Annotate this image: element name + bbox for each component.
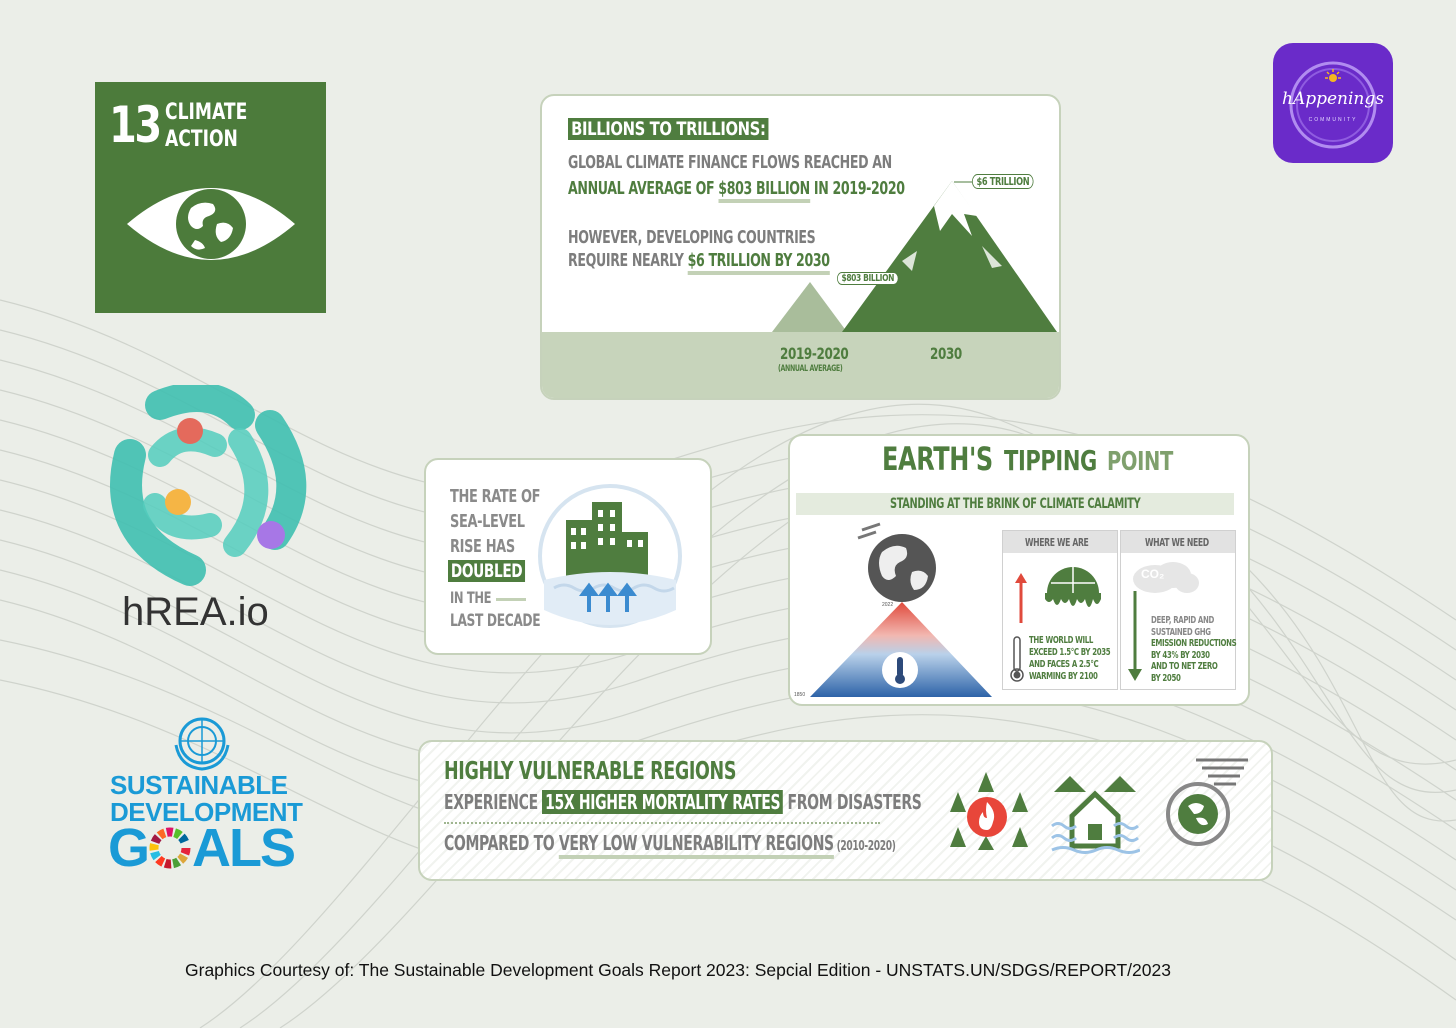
sealevel-l3: RISE HAS — [450, 536, 515, 557]
vulnerable-line2-c: (2010-2020) — [833, 839, 896, 854]
finance-year2: 2030 — [930, 344, 962, 363]
need-line-0: DEEP, RAPID AND — [1151, 615, 1214, 626]
where-text: THE WORLD WILL EXCEED 1.5°C BY 2035 AND … — [1029, 635, 1145, 683]
tipping-year-top: 2022 — [882, 602, 894, 608]
where-head-bg — [1003, 531, 1117, 553]
warming-pyramid-icon — [810, 522, 992, 697]
need-line-4: AND TO NET ZERO — [1151, 661, 1218, 672]
where-line-3: WARMING BY 2100 — [1029, 671, 1098, 682]
sdg-logo-line1: SUSTAINABLE — [110, 770, 288, 800]
thermometer-icon — [1010, 636, 1024, 682]
un-emblem-icon — [174, 717, 230, 771]
sealevel-dash — [496, 598, 526, 601]
where-line-2: AND FACES A 2.5°C — [1029, 659, 1099, 670]
finance-card: BILLIONS TO TRILLIONS: GLOBAL CLIMATE FI… — [540, 94, 1061, 400]
sdg13-number: 13 — [109, 96, 162, 154]
vulnerable-line1-a: EXPERIENCE — [444, 790, 543, 814]
finance-line2-c: IN 2019-2020 — [809, 178, 905, 199]
need-text: DEEP, RAPID AND SUSTAINED GHG EMISSION R… — [1151, 615, 1248, 684]
sdg13-tile: 13 CLIMATE ACTION — [95, 82, 326, 313]
sdg-logo-line3: G ALS — [108, 818, 296, 878]
vulnerable-line1-b: 15X HIGHER MORTALITY RATES — [542, 790, 784, 814]
sdg-logo-line2: DEVELOPMENT — [110, 797, 303, 827]
need-line-3: BY 43% BY 2030 — [1151, 649, 1210, 661]
happenings-name: hAppenings — [1282, 89, 1384, 109]
finance-ground — [542, 332, 1059, 398]
finance-line2: ANNUAL AVERAGE OF $803 BILLION IN 2019-2… — [568, 178, 905, 203]
mountain-chart-icon — [772, 181, 1057, 332]
sealevel-l1: THE RATE OF — [450, 486, 541, 507]
tipping-t1: EARTH'S — [882, 440, 993, 478]
sdg13-line2: ACTION — [165, 127, 238, 152]
sdg13-line1: CLIMATE — [165, 100, 248, 125]
hrea-logo-icon — [110, 385, 307, 586]
need-co2: CO₂ — [1141, 567, 1165, 581]
vulnerable-line2: COMPARED TO VERY LOW VULNERABILITY REGIO… — [444, 831, 896, 859]
tipping-card: EARTH'S TIPPING POINT STANDING AT THE BR… — [788, 434, 1250, 706]
sdg-wheel-icon — [149, 827, 191, 869]
sealevel-card: THE RATE OF SEA-LEVEL RISE HAS DOUBLED I… — [424, 458, 712, 655]
happenings-sub: COMMUNITY — [1308, 117, 1358, 123]
happenings-swirl-icon — [1289, 61, 1377, 149]
need-line-2: EMISSION REDUCTIONS — [1151, 638, 1237, 649]
sdg-logo-als: ALS — [192, 818, 296, 878]
where-line-1: EXCEED 1.5°C BY 2035 — [1029, 647, 1111, 658]
hrea-name: hREA.io — [122, 590, 269, 634]
finance-year1-sub: (ANNUAL AVERAGE) — [778, 364, 843, 374]
happenings-logo: hAppenings COMMUNITY — [1273, 43, 1393, 163]
finance-year1: 2019-2020 — [780, 344, 849, 363]
where-box: WHERE WE ARE THE WORLD WILL EXCEED 1.5°C… — [1002, 530, 1118, 690]
vulnerable-divider — [444, 822, 880, 824]
vulnerable-line1: EXPERIENCE 15X HIGHER MORTALITY RATES FR… — [444, 790, 922, 814]
where-line-0: THE WORLD WILL — [1029, 635, 1093, 646]
flooded-city-icon — [538, 484, 682, 628]
finance-line3: HOWEVER, DEVELOPING COUNTRIES — [568, 227, 816, 248]
co2-cloud-icon — [1128, 562, 1199, 681]
sealevel-l6: LAST DECADE — [450, 611, 541, 631]
need-line-5: BY 2050 — [1151, 672, 1181, 684]
sealevel-l5: IN THE — [450, 588, 492, 607]
need-line-1: SUSTAINED GHG — [1151, 626, 1211, 638]
storm-earth-icon — [1166, 758, 1248, 846]
where-head: WHERE WE ARE — [1025, 536, 1089, 549]
finance-tag-big: $6 TRILLION — [972, 174, 1034, 189]
finance-line4: REQUIRE NEARLY $6 TRILLION BY 2030 — [568, 250, 830, 275]
finance-title: BILLIONS TO TRILLIONS: — [568, 118, 769, 140]
flood-house-icon — [1051, 776, 1140, 854]
tipping-t2: TIPPING — [1004, 444, 1098, 477]
need-head-bg — [1121, 531, 1235, 553]
need-box: WHAT WE NEED CO₂ DEEP, RAPID AND SUSTAIN… — [1120, 530, 1237, 690]
tipping-subtitle: STANDING AT THE BRINK OF CLIMATE CALAMIT… — [890, 496, 1141, 512]
vulnerable-title: HIGHLY VULNERABLE REGIONS — [444, 756, 737, 785]
tipping-subtitle-bar — [796, 493, 1234, 515]
vulnerable-line1-c: FROM DISASTERS — [783, 790, 922, 814]
tipping-t3: POINT — [1106, 447, 1173, 477]
melting-globe-icon — [1015, 567, 1101, 623]
finance-tag-small: $803 BILLION — [837, 272, 899, 285]
finance-line2-a: ANNUAL AVERAGE OF — [568, 178, 719, 199]
sdg-logo-g: G — [108, 818, 150, 878]
sealevel-l2: SEA-LEVEL — [450, 511, 525, 532]
vulnerable-line2-b: VERY LOW VULNERABILITY REGIONS — [558, 831, 834, 859]
footer-credit: Graphics Courtesy of: The Sustainable De… — [185, 960, 1171, 980]
tipping-year-bottom: 1850 — [794, 692, 806, 698]
wildfire-icon — [950, 772, 1028, 850]
finance-line4-b: $6 TRILLION BY 2030 — [687, 250, 830, 275]
tipping-title: EARTH'S TIPPING POINT — [882, 440, 1194, 478]
vulnerable-card: HIGHLY VULNERABLE REGIONS EXPERIENCE 15X… — [418, 740, 1273, 881]
eye-globe-icon — [127, 188, 295, 260]
finance-line4-a: REQUIRE NEARLY — [568, 250, 688, 271]
finance-line2-b: $803 BILLION — [718, 178, 810, 203]
finance-line1: GLOBAL CLIMATE FINANCE FLOWS REACHED AN — [568, 152, 892, 173]
sealevel-l4: DOUBLED — [448, 560, 526, 582]
vulnerable-line2-a: COMPARED TO — [444, 831, 559, 855]
need-head: WHAT WE NEED — [1145, 536, 1209, 549]
